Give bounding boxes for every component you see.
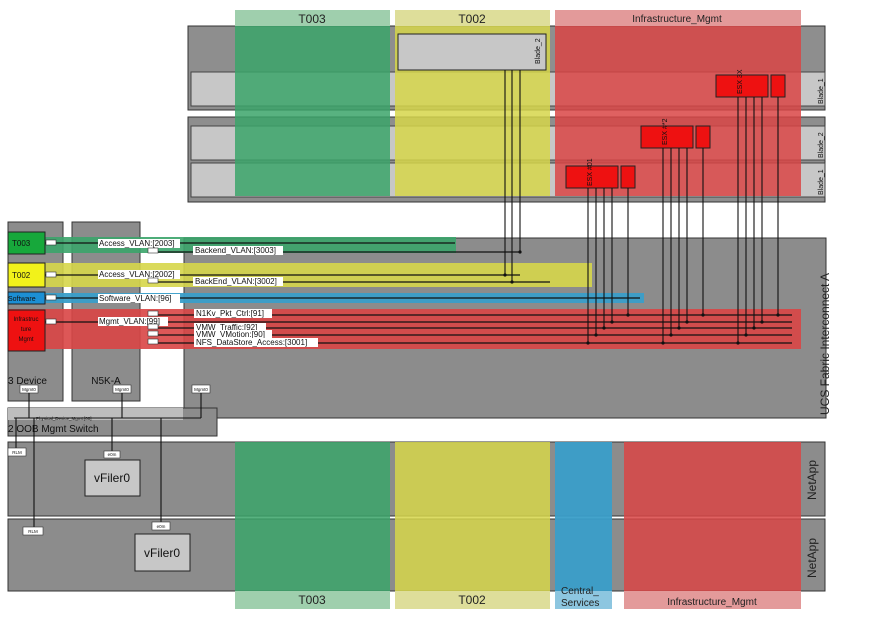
infra-label-bottom: Infrastructure_Mgmt xyxy=(667,597,757,608)
t003-column-bottom xyxy=(235,442,390,591)
infra-footer xyxy=(624,591,801,609)
central-footer xyxy=(555,591,612,609)
vfiler-top xyxy=(84,459,141,497)
netapp-bottom-label: NetApp xyxy=(805,538,819,578)
t002-header-top xyxy=(395,10,550,26)
vlan-label-bg-2 xyxy=(193,246,283,255)
t002-endpoint xyxy=(7,262,46,288)
vlan-label-bg-3 xyxy=(98,270,180,279)
rlm-top-port xyxy=(7,447,27,457)
esx-host-2-aux xyxy=(695,125,711,149)
e0m-top-label: e0m xyxy=(108,452,117,457)
esx-host-3 xyxy=(565,165,619,189)
vlan-vmw-vmotion-90: VMW_VMotion:[90] xyxy=(196,330,265,339)
t002-column-bottom xyxy=(395,442,550,591)
vlan-software-96: Software_VLAN:[96] xyxy=(99,294,171,303)
mgmt0-c-label: Mgmt0 xyxy=(194,387,208,392)
blade-1-label-c1: Blade_1 xyxy=(818,78,825,104)
infra-column-top xyxy=(555,10,801,196)
t003-footer xyxy=(235,591,390,609)
vfiler-top-label: vFiler0 xyxy=(94,471,130,485)
vlan-n1kv-91: N1Kv_Pkt_Ctrl:[91] xyxy=(196,309,264,318)
vlan-access-2002: Access_VLAN:[2002] xyxy=(99,270,175,279)
esx-host-2-label: ESX #*2 xyxy=(662,118,669,145)
vlan-mgmt-99: Mgmt_VLAN:[99] xyxy=(99,317,160,326)
esx-host-3-label: ESX #01 xyxy=(587,158,594,186)
vlan-label-bg-1 xyxy=(98,239,180,248)
t003-label-top: T003 xyxy=(298,12,326,26)
t002-label-top: T002 xyxy=(458,12,486,26)
vlan-access-2003: Access_VLAN:[2003] xyxy=(99,239,175,248)
vlan-label-bg-4 xyxy=(193,277,283,286)
netapp-top-label: NetApp xyxy=(805,460,819,500)
central-column-bottom xyxy=(555,442,612,591)
t002-endpoint-label: T002 xyxy=(12,271,31,280)
n5k-a-label: N5K-A xyxy=(91,376,121,387)
infra-endpoint-label-2: ture xyxy=(21,327,32,333)
vlan-band-infra xyxy=(8,309,801,349)
esx-host-1 xyxy=(715,74,769,98)
infra-endpoint-label-1: Infrastruc xyxy=(13,317,38,323)
blade-1-label-c2: Blade_1 xyxy=(818,169,825,195)
t003-column-top xyxy=(235,10,390,196)
t003-endpoint-label: T003 xyxy=(12,239,31,248)
esx-host-1-aux xyxy=(770,74,786,98)
mgmt0-a-label: Mgmt0 xyxy=(22,387,36,392)
vlan-nfs-3001: NFS_DataStore_Access:[3001] xyxy=(196,338,307,347)
blade-2-chassis-1 xyxy=(397,33,547,71)
rlm-top-label: RLM xyxy=(12,450,22,455)
rlm-bottom-port xyxy=(22,526,44,536)
phys-mgmt-label: Physical_Device_Mgmt:[00] xyxy=(36,416,92,421)
vlan-vmw-traffic-92: VMW_Traffic:[92] xyxy=(196,323,257,332)
vfiler-bottom-label: vFiler0 xyxy=(144,546,180,560)
l3-device-label: 3 Device xyxy=(8,376,47,387)
t003-label-bottom: T003 xyxy=(298,593,326,607)
infra-label-top: Infrastructure_Mgmt xyxy=(632,14,722,25)
vlan-backend-3002: BackEnd_VLAN:[3002] xyxy=(195,277,277,286)
rlm-bottom-label: RLM xyxy=(28,529,38,534)
vlan-label-bg-8 xyxy=(194,323,266,332)
infra-header-top xyxy=(555,10,801,26)
t002-footer xyxy=(395,591,550,609)
blade-uplinks xyxy=(504,70,779,343)
port-markers xyxy=(45,239,159,345)
central-label-line-1: Central_ xyxy=(561,586,599,597)
oob-links xyxy=(14,393,202,527)
ucs-fabric-label: UCS Fabric Interconnect A xyxy=(818,273,832,415)
esx-host-3-aux xyxy=(620,165,636,189)
esx-host-1-label: ESX 3X xyxy=(737,69,744,94)
oob-mgmt-strip xyxy=(8,408,183,420)
vlan-label-bg-5 xyxy=(98,294,180,303)
vfiler-bottom xyxy=(134,533,191,572)
vlan-label-bg-6 xyxy=(98,317,168,326)
t002-label-bottom: T002 xyxy=(458,593,486,607)
vlan-backend-3003: Backend_VLAN:[3003] xyxy=(195,246,276,255)
e0m-top-port xyxy=(103,450,121,459)
software-endpoint-label: Software xyxy=(8,296,36,303)
oob-switch-label: 2 OOB Mgmt Switch xyxy=(8,424,99,435)
vlan-label-bg-9 xyxy=(194,330,272,339)
mgmt0-b-label: Mgmt0 xyxy=(115,387,129,392)
vlan-label-bg-10 xyxy=(194,338,318,347)
infra-endpoint xyxy=(7,309,46,352)
e0m-bottom-port xyxy=(151,521,171,531)
infra-endpoint-label-3: Mgmt xyxy=(19,337,34,343)
blade-2-label-c2: Blade_2 xyxy=(818,132,825,158)
e0m-bottom-label: e0m xyxy=(157,524,166,529)
t003-header-top xyxy=(235,10,390,26)
vlan-label-bg-7 xyxy=(194,309,272,318)
infra-column-bottom xyxy=(624,442,801,591)
junction-dots xyxy=(503,250,780,345)
central-label-line-2: Services xyxy=(561,598,599,609)
esx-host-2 xyxy=(640,125,694,149)
blade-2-label-c1: Blade_2 xyxy=(535,38,542,64)
